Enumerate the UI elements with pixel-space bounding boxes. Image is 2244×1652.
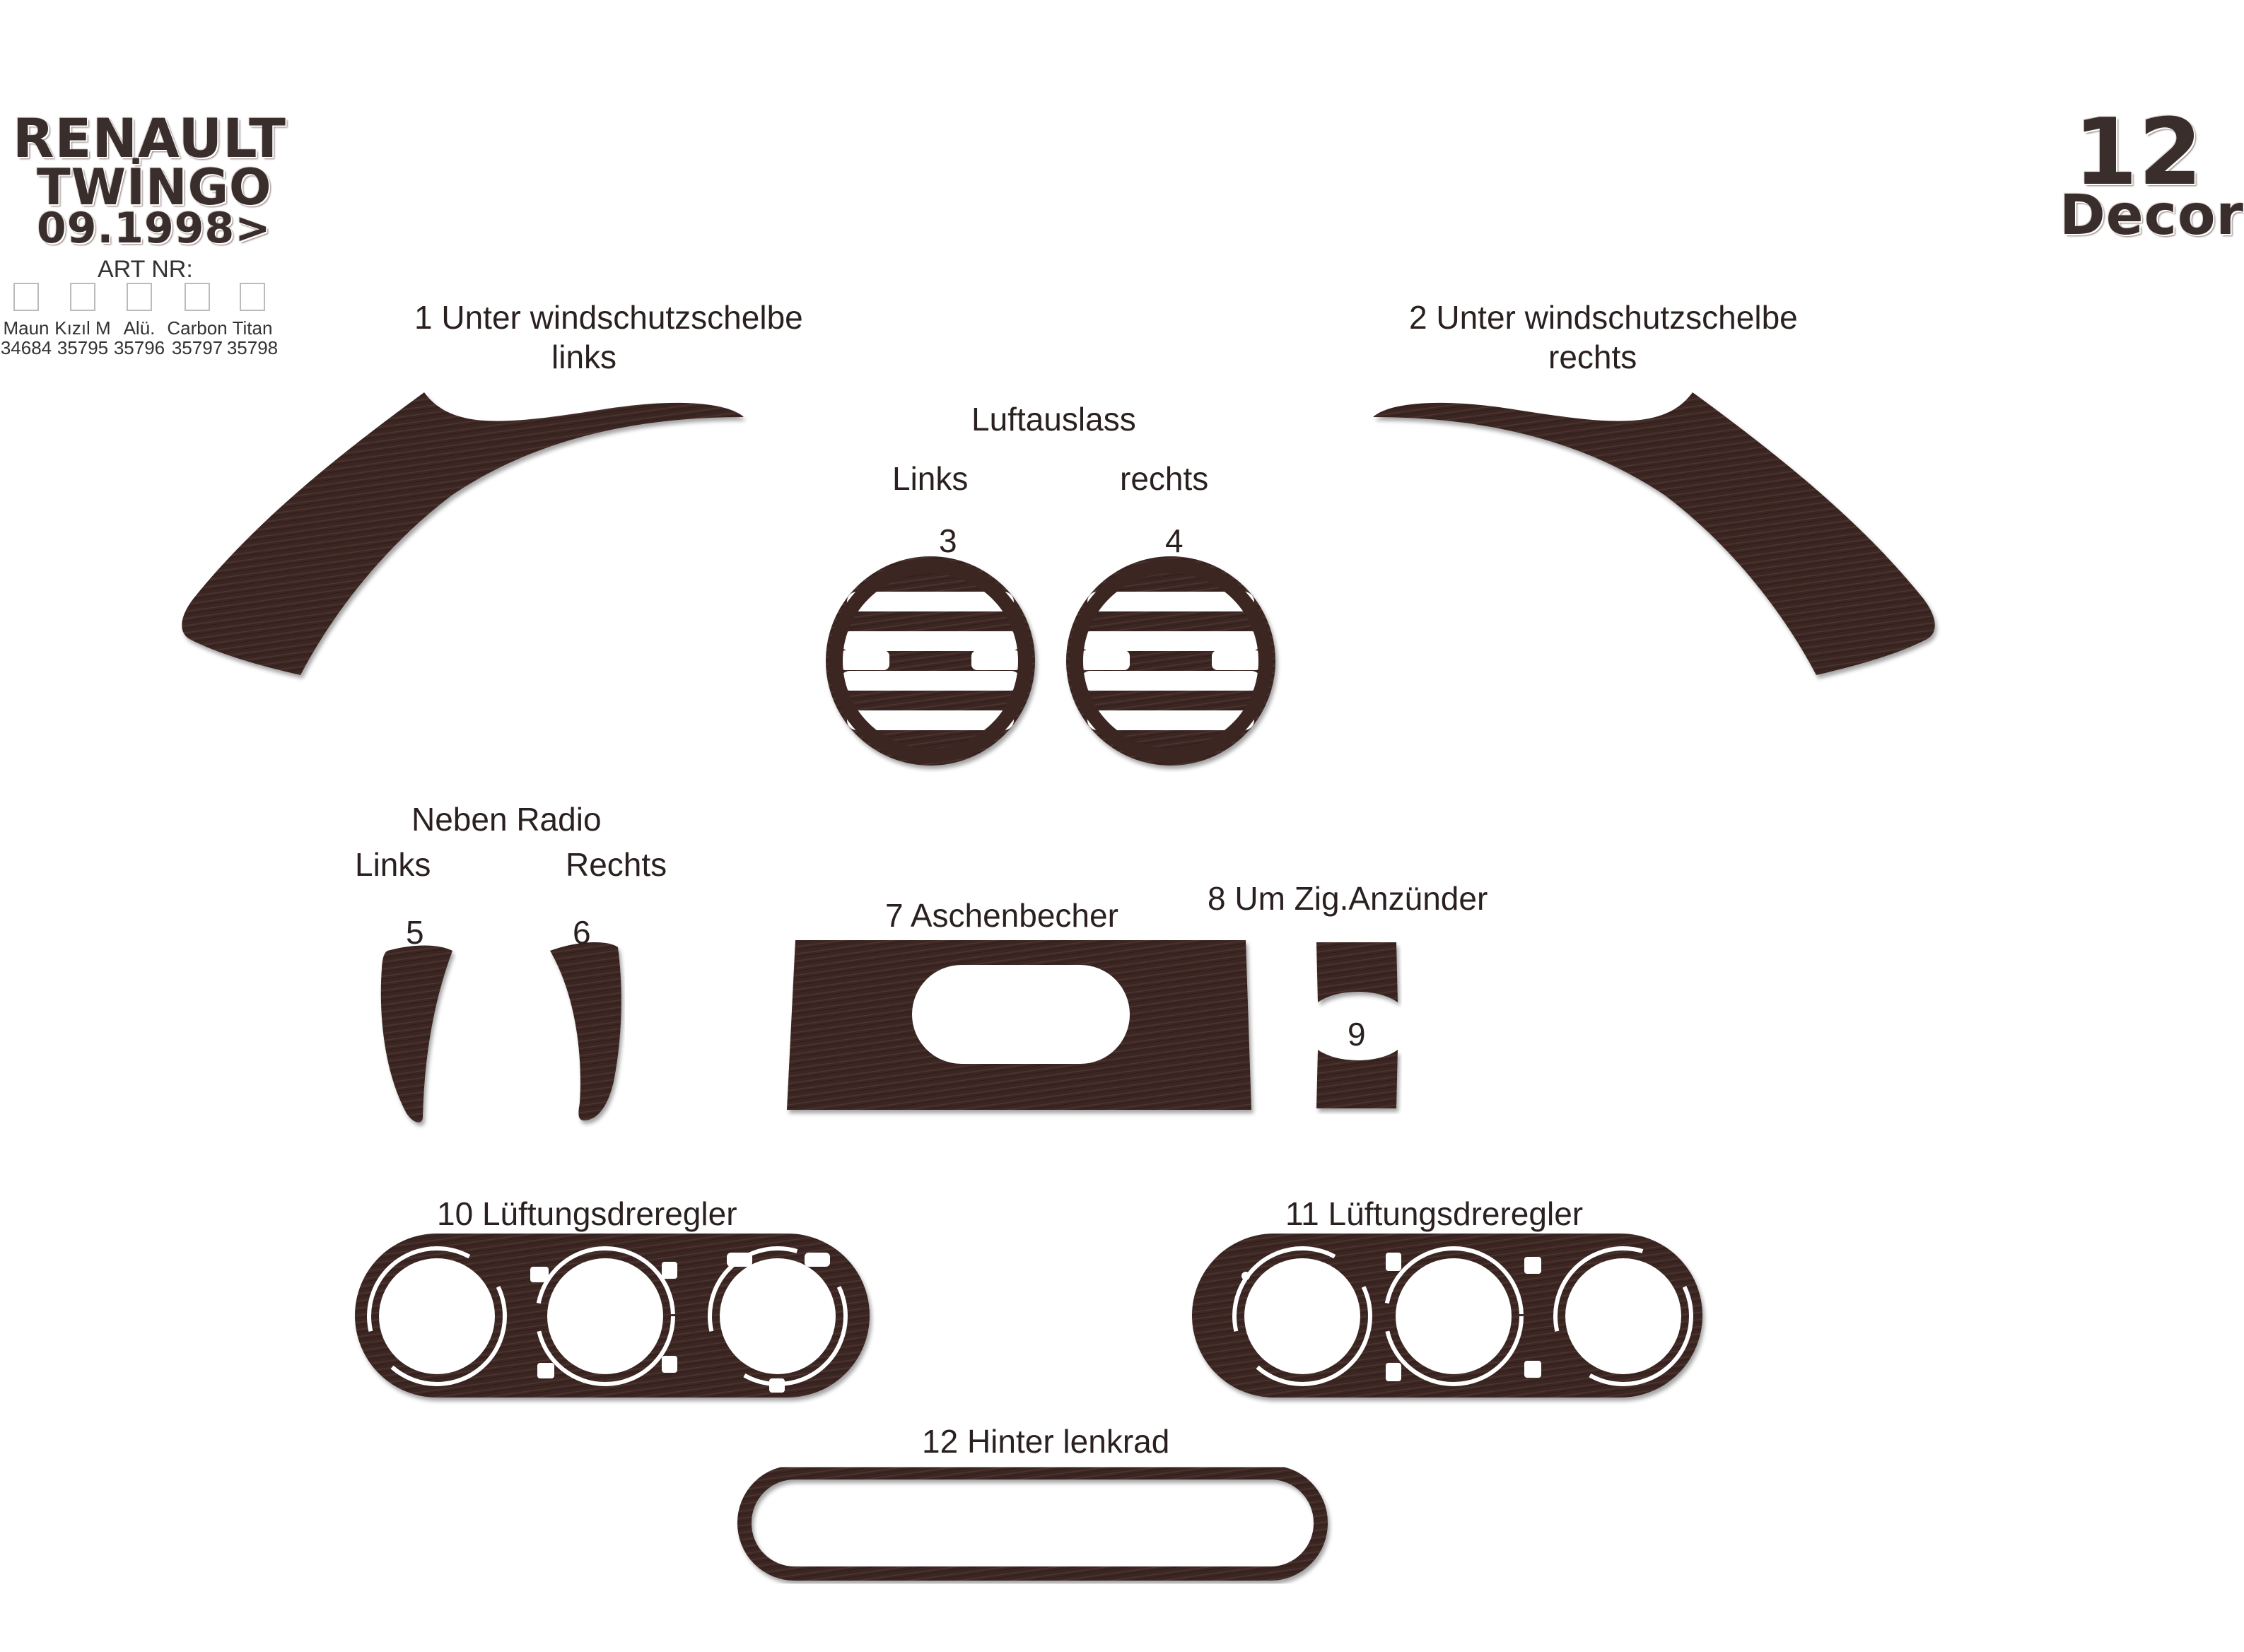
vents-title: Luftauslass bbox=[971, 401, 1136, 438]
part-11-label: 11 Lüftungsdreregler bbox=[1285, 1195, 1584, 1232]
radio-left-label: Links bbox=[355, 846, 431, 883]
part-3-vent-left[interactable] bbox=[826, 556, 1035, 766]
part-8-label: 8 Um Zig.Anzünder bbox=[1208, 880, 1488, 917]
option-checkbox[interactable] bbox=[13, 283, 39, 311]
part-7-ashtray[interactable] bbox=[787, 940, 1251, 1110]
option-number: 34684 bbox=[0, 337, 52, 358]
option-number: 35798 bbox=[226, 337, 279, 358]
option-checkbox[interactable] bbox=[70, 283, 95, 311]
art-nr-label: ART NR: bbox=[98, 256, 193, 283]
option-name: Alü. bbox=[123, 317, 156, 339]
radio-title: Neben Radio bbox=[411, 801, 602, 838]
option-name: Carbon bbox=[167, 317, 228, 339]
year-title: 09.1998> bbox=[37, 204, 271, 253]
radio-right-label: Rechts bbox=[566, 846, 667, 883]
model-title: TWİNGO bbox=[37, 158, 272, 216]
part-10-vent-control[interactable] bbox=[355, 1234, 870, 1398]
part-3-number: 3 bbox=[939, 522, 957, 559]
option-alu[interactable]: Alü. 35796 bbox=[107, 283, 171, 358]
vents-left-label: Links bbox=[892, 460, 969, 497]
brand-title: RENAULT bbox=[13, 107, 286, 170]
part-12-steering-ring[interactable] bbox=[737, 1465, 1328, 1581]
option-maun[interactable]: Maun 34684 bbox=[0, 283, 58, 358]
option-number: 35796 bbox=[113, 337, 165, 358]
option-checkbox[interactable] bbox=[240, 283, 265, 311]
part-11-vent-control[interactable] bbox=[1192, 1234, 1702, 1398]
option-checkbox[interactable] bbox=[185, 283, 210, 311]
vents-right-label: rechts bbox=[1120, 460, 1209, 497]
part-6-number: 6 bbox=[573, 914, 591, 951]
option-kizil[interactable]: Kızıl M 35795 bbox=[51, 283, 115, 358]
piece-count: 12 bbox=[2074, 98, 2203, 206]
part-9-lighter-bottom[interactable] bbox=[1316, 1050, 1398, 1108]
part-6-radio-right[interactable] bbox=[550, 942, 621, 1120]
part-12-label: 12 Hinter lenkrad bbox=[922, 1423, 1170, 1460]
option-checkbox[interactable] bbox=[127, 283, 152, 311]
part-4-number: 4 bbox=[1165, 522, 1184, 559]
part-5-number: 5 bbox=[406, 914, 424, 951]
option-name: Kızıl M bbox=[54, 317, 111, 339]
part-1-label-sub: links bbox=[551, 339, 617, 375]
part-2-label: 2 Unter windschutzschelbe bbox=[1409, 299, 1798, 336]
part-1-windscreen-left[interactable] bbox=[182, 392, 744, 675]
part-8-lighter-top[interactable] bbox=[1316, 942, 1398, 1002]
option-carbon[interactable]: Carbon 35797 bbox=[165, 283, 229, 358]
option-name: Maun bbox=[3, 317, 49, 339]
part-9-number: 9 bbox=[1348, 1016, 1366, 1053]
part-5-radio-left[interactable] bbox=[380, 945, 452, 1123]
part-10-label: 10 Lüftungsdreregler bbox=[437, 1195, 737, 1232]
option-number: 35797 bbox=[171, 337, 223, 358]
decor-label: Decor bbox=[2059, 184, 2244, 247]
option-titan[interactable]: Titan 35798 bbox=[221, 283, 284, 358]
part-1-label: 1 Unter windschutzschelbe bbox=[414, 299, 803, 336]
part-7-label: 7 Aschenbecher bbox=[885, 897, 1118, 934]
option-name: Titan bbox=[232, 317, 273, 339]
part-2-label-sub: rechts bbox=[1548, 339, 1637, 375]
part-4-vent-right[interactable] bbox=[1066, 556, 1275, 766]
part-2-windscreen-right[interactable] bbox=[1373, 392, 1935, 675]
option-number: 35795 bbox=[57, 337, 109, 358]
